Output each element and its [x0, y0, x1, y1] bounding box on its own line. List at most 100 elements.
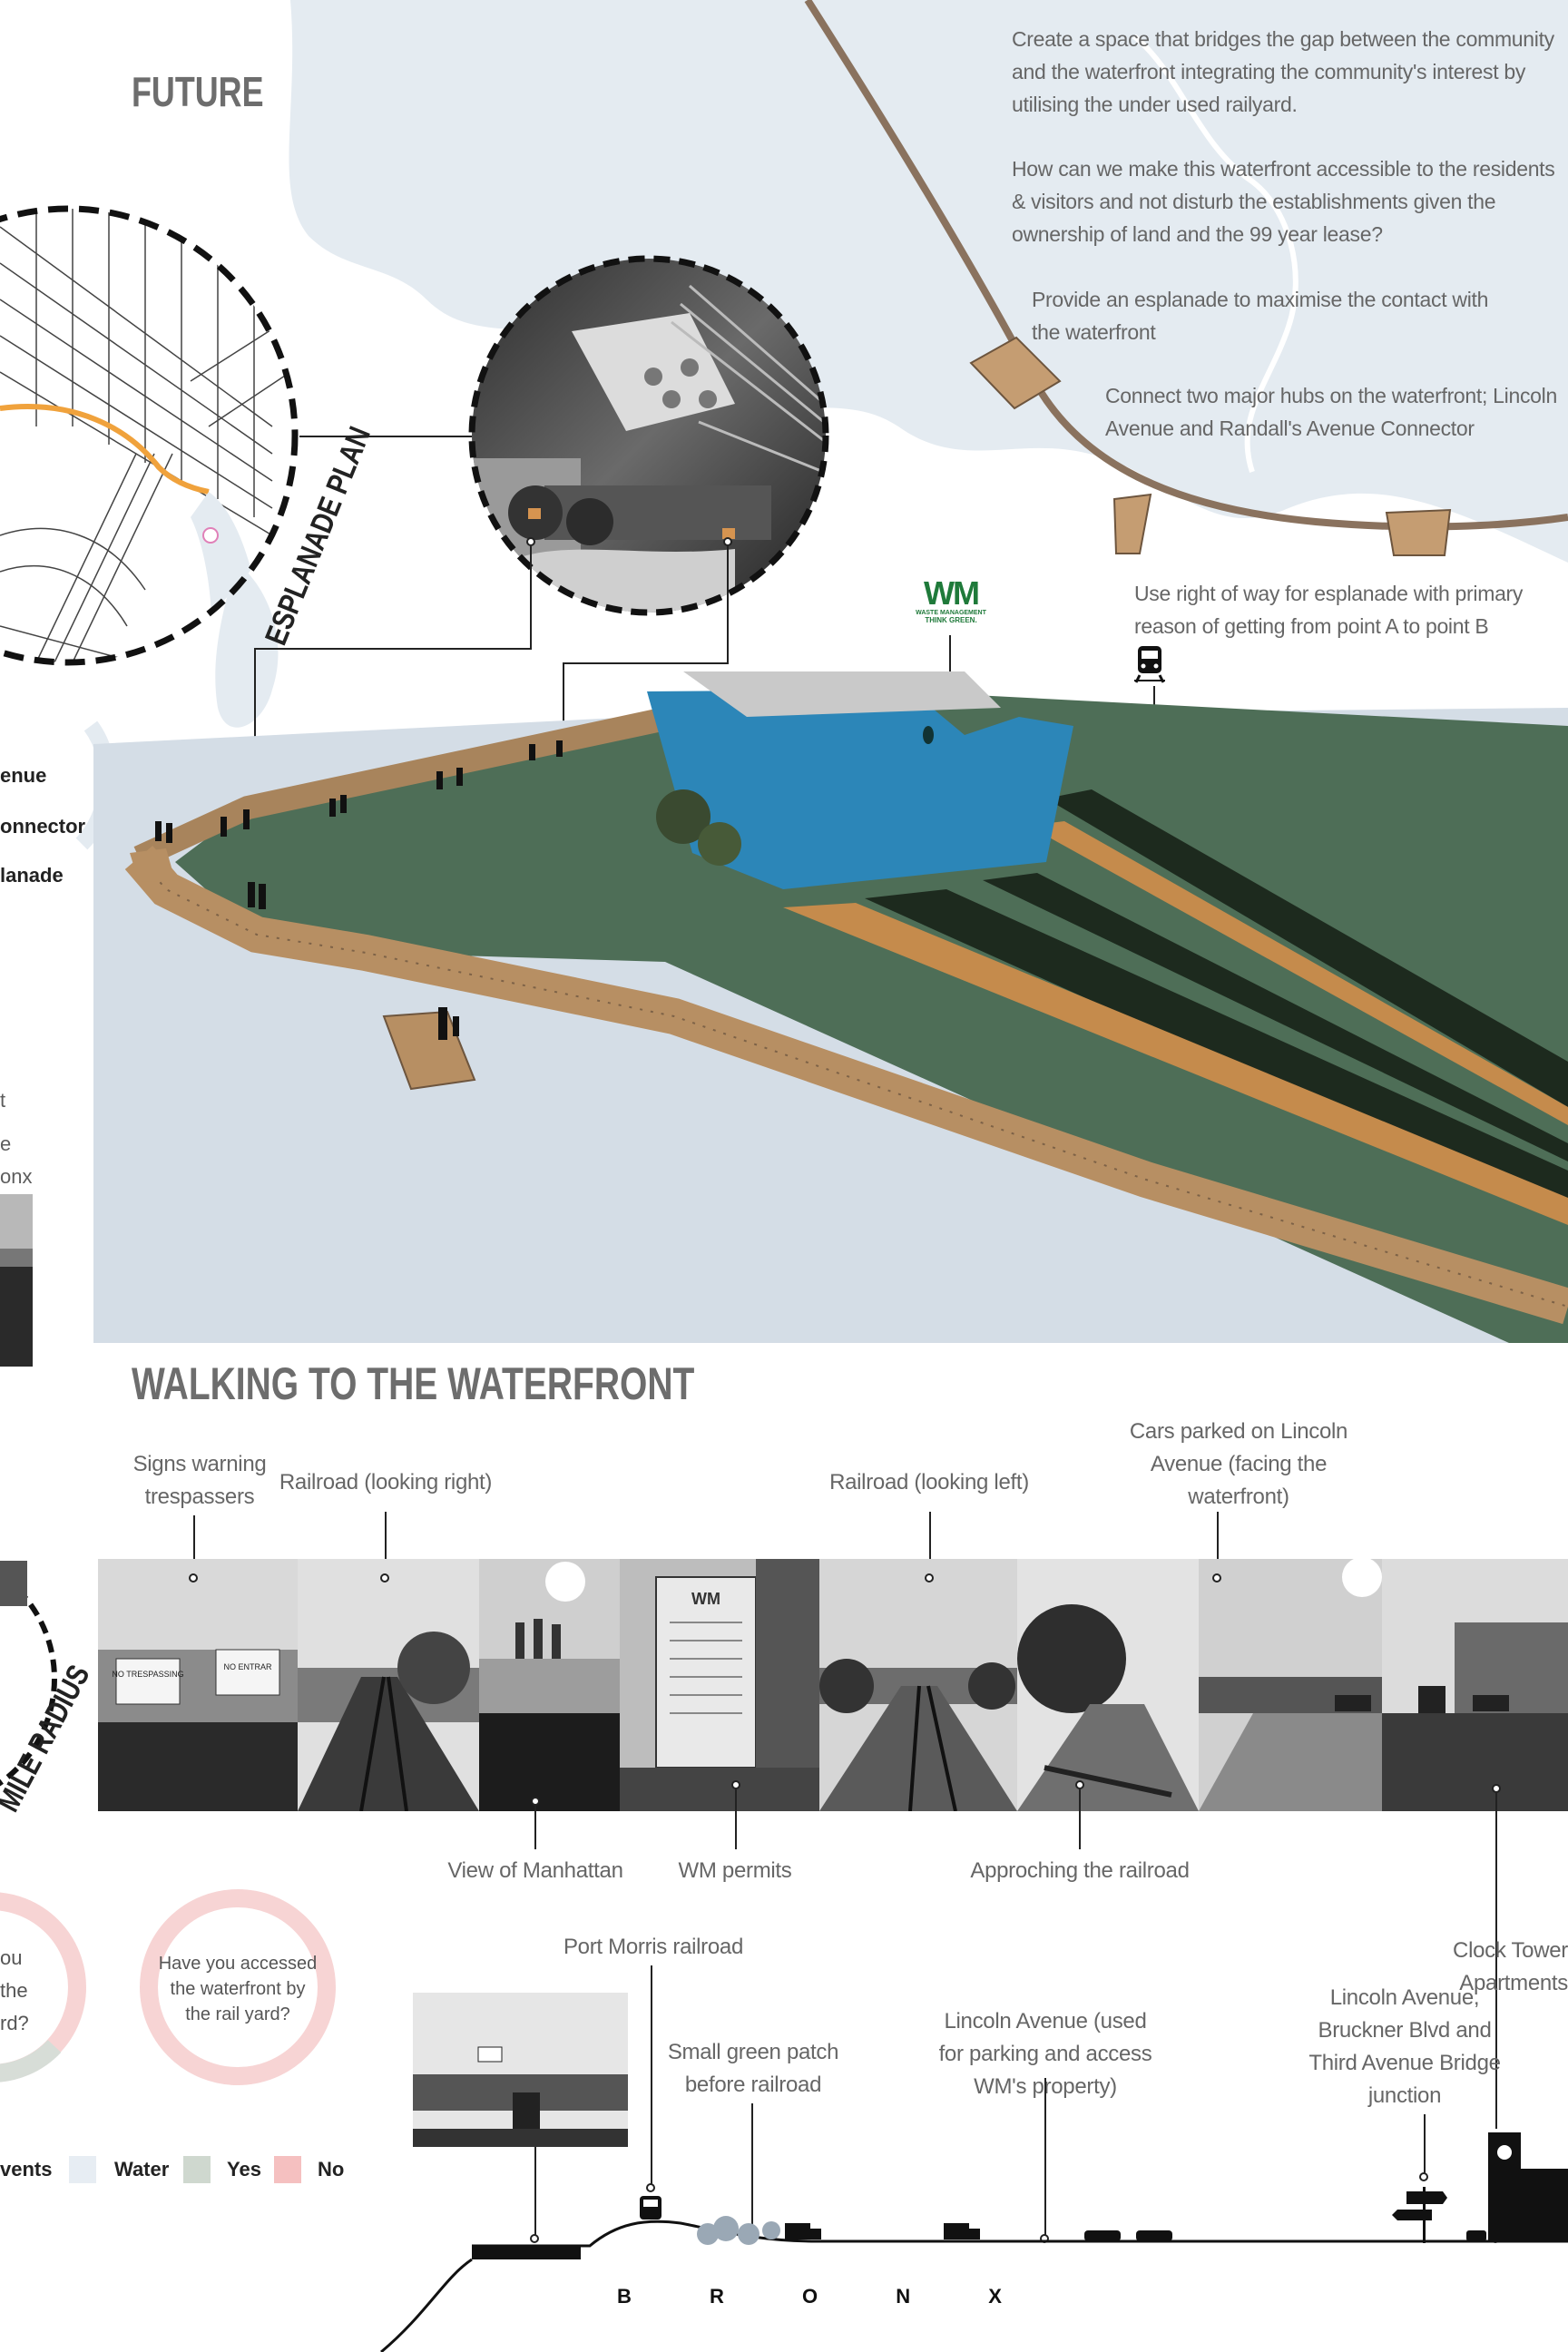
bronx-section-profile — [380, 2132, 1568, 2352]
photo-lincoln-junction-image — [1382, 1559, 1568, 1811]
label-railroad-left: Railroad (looking left) — [829, 1470, 1029, 1494]
section-point — [1419, 2172, 1428, 2181]
legend-label-no: No — [318, 2158, 345, 2180]
photo-point — [189, 1573, 198, 1583]
label-junction: Lincoln Avenue, Bruckner Blvd and Third … — [1308, 1985, 1501, 2108]
label-cars-parked: Cars parked on Lincoln Avenue (facing th… — [1129, 1419, 1348, 1509]
pointer-line — [1217, 1512, 1219, 1579]
legend-label-yes: Yes — [227, 2158, 261, 2180]
pointer-line — [727, 546, 729, 662]
section-point — [646, 2183, 655, 2192]
photo-approaching-railroad — [1017, 1559, 1199, 1811]
esplanade-render — [93, 671, 1568, 1343]
pointer-line — [254, 648, 532, 650]
survey-question-left: ou the rd? — [0, 1946, 29, 2034]
photo-lincoln-junction — [1382, 1559, 1568, 1811]
photo-approaching-railroad-image — [1017, 1559, 1199, 1811]
cut-photo — [0, 1194, 33, 1367]
pointer-line — [735, 1789, 737, 1849]
pointer-line — [385, 1512, 387, 1579]
wm-logo: WM WASTE MANAGEMENT THINK GREEN. — [907, 574, 995, 625]
section-point — [530, 2234, 539, 2243]
survey-donut-right — [140, 1889, 336, 2085]
walking-title: WALKING TO THE WATERFRONT — [132, 1358, 695, 1409]
label-lincoln-avenue: Lincoln Avenue (used for parking and acc… — [938, 2009, 1152, 2099]
photo-railroad-left-image — [819, 1559, 1017, 1811]
point-esplanade: Provide an esplanade to maximise the con… — [1032, 288, 1489, 344]
survey-question-right: Have you accessed the waterfront by the … — [158, 1954, 318, 2024]
sign-text: NO TRESPASSING — [112, 1670, 183, 1679]
label-green-patch: Small green patch before railroad — [667, 2040, 839, 2097]
pointer-line — [751, 2103, 753, 2239]
legend-label-events: vents — [0, 2158, 53, 2180]
pointer-line — [1495, 1793, 1497, 2129]
aerial-point-right — [723, 537, 732, 546]
railroad-route-line — [804, 0, 1568, 556]
aerial-point-left — [526, 537, 535, 546]
pointer-line — [651, 1965, 652, 2187]
pointer-line — [534, 2147, 536, 2238]
legend-swatch-yes — [183, 2156, 211, 2183]
cut-text: t — [0, 1089, 6, 1112]
legend-swatch-no — [274, 2156, 301, 2183]
label-signs: Signs warning trespassers — [132, 1452, 267, 1509]
pointer-line — [193, 1515, 195, 1579]
photo-cars-parked — [1199, 1559, 1382, 1811]
photo-manhattan — [479, 1559, 620, 1811]
legend-cut-label: onnector — [0, 815, 86, 838]
legend-cut-label: enue — [0, 764, 47, 787]
survey-donut-left — [0, 1892, 86, 2082]
photo-signs-image: NO TRESPASSING NO ENTRAR — [98, 1559, 298, 1811]
photo-railroad-left — [819, 1559, 1017, 1811]
pointer-line — [1424, 2114, 1426, 2174]
radius-circle — [0, 1561, 57, 1787]
bronx-label: B R O N X — [617, 2285, 1038, 2308]
photo-signs: NO TRESPASSING NO ENTRAR — [98, 1559, 298, 1811]
permit-board-logo: WM — [691, 1590, 720, 1608]
point-right-of-way: Use right of way for esplanade with prim… — [1134, 582, 1524, 638]
label-wm-permits: WM permits — [678, 1858, 792, 1883]
photo-wm-permits-image: WM — [620, 1559, 819, 1811]
photo-point — [925, 1573, 934, 1583]
wm-tagline: WASTE MANAGEMENT — [916, 610, 986, 616]
pointer-line — [1044, 2078, 1046, 2239]
question-paragraph: How can we make this waterfront accessib… — [1012, 157, 1555, 246]
wm-tagline-green: THINK GREEN. — [925, 616, 977, 624]
label-port-morris: Port Morris railroad — [563, 1935, 744, 1959]
pointer-line — [1079, 1789, 1081, 1849]
photo-waterfront-person — [413, 1993, 628, 2147]
legend-swatch-water — [69, 2156, 96, 2183]
photo-point — [1212, 1573, 1221, 1583]
pointer-line — [534, 1806, 536, 1849]
cut-text: onx — [0, 1165, 33, 1188]
photo-point — [531, 1797, 540, 1806]
pointer-line — [563, 662, 729, 664]
future-title: FUTURE — [132, 68, 264, 115]
aerial-photo-circle — [468, 255, 829, 616]
legend-label-water: Water — [114, 2158, 170, 2180]
photo-point — [380, 1573, 389, 1583]
cut-text: e — [0, 1132, 12, 1155]
label-clock-tower: Clock Tower Apartments — [1453, 1938, 1568, 1995]
photo-point — [1075, 1780, 1084, 1789]
photo-railroad-right — [298, 1559, 479, 1811]
sign-text: NO ENTRAR — [223, 1662, 272, 1671]
label-view-manhattan: View of Manhattan — [447, 1858, 623, 1883]
photo-cars-parked-image — [1199, 1559, 1382, 1811]
connector-line — [299, 436, 472, 437]
intro-paragraph: Create a space that bridges the gap betw… — [1012, 27, 1554, 116]
photo-point — [731, 1780, 740, 1789]
wm-logo-text: WM — [924, 574, 980, 612]
neighborhood-map-circle — [0, 205, 299, 666]
pointer-line — [530, 546, 532, 648]
legend-cut-label: lanade — [0, 864, 64, 887]
photo-railroad-right-image — [298, 1559, 479, 1811]
point-connect-hubs: Connect two major hubs on the waterfront… — [1105, 384, 1557, 440]
pointer-line — [929, 1512, 931, 1579]
photo-point — [1492, 1784, 1501, 1793]
label-approaching: Approching the railroad — [970, 1858, 1190, 1883]
label-railroad-right: Railroad (looking right) — [279, 1470, 493, 1494]
photo-manhattan-image — [479, 1559, 620, 1811]
photo-wm-permits: WM — [620, 1559, 819, 1811]
train-icon — [1134, 646, 1165, 683]
